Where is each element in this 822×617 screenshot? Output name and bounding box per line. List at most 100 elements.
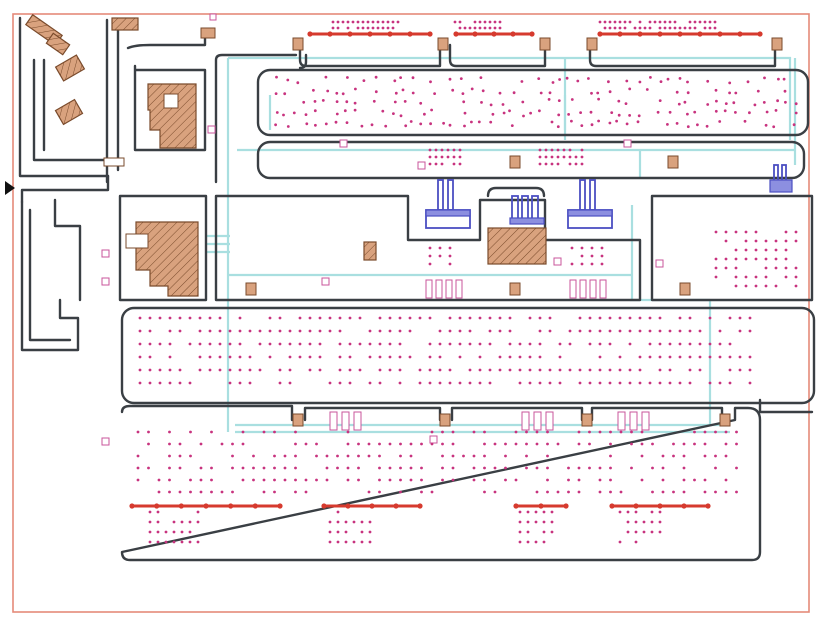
tank-dot [428, 368, 432, 372]
tank-dot [518, 381, 522, 385]
tank-dot [463, 111, 467, 115]
tank-dot [208, 355, 212, 359]
tank-dot [356, 20, 360, 24]
tank-dot [196, 520, 200, 524]
tank-dot [544, 155, 548, 159]
tank-dot [168, 316, 172, 320]
tank-dot [764, 275, 768, 279]
tank-dot [618, 329, 622, 333]
tank-dot [241, 478, 245, 482]
tank-dot [352, 540, 356, 544]
tank-dot [708, 26, 712, 30]
tank-dot [748, 355, 752, 359]
pipeline-node [637, 31, 643, 37]
tank-dot [537, 77, 541, 80]
tank-dot [735, 442, 738, 446]
tank-dot [653, 20, 657, 24]
tank-dot [188, 316, 192, 320]
tank-dot [384, 124, 388, 128]
tank-dot [370, 123, 374, 127]
tank-dot [518, 520, 522, 524]
tank-dot [441, 430, 444, 434]
tank-dot [794, 239, 798, 243]
tank-dot [598, 490, 602, 494]
tank-dot [576, 79, 580, 83]
tank-dot [338, 316, 342, 320]
tank-dot [438, 355, 442, 359]
tank-dot [238, 381, 242, 385]
tank-dot [744, 275, 748, 279]
tank-dot [501, 103, 505, 106]
tank-dot [408, 329, 412, 333]
tank-dot [168, 329, 172, 333]
tank-dot [703, 442, 707, 446]
tank-dot [556, 490, 560, 494]
tank-dot [774, 109, 778, 112]
tank-dot [378, 316, 382, 320]
tank-dot [613, 20, 617, 24]
tank-dot [180, 530, 184, 534]
tank-dot [483, 466, 486, 470]
tank-dot [748, 381, 752, 385]
tank-dot [258, 368, 262, 372]
tank-dot [156, 540, 160, 544]
tank-dot [288, 342, 292, 346]
tank-dot [468, 316, 472, 320]
tank-dot [610, 111, 614, 114]
tank-dot [668, 110, 672, 114]
tank-dot [298, 316, 302, 320]
tank-dot [625, 122, 629, 126]
tank-dot [343, 109, 347, 113]
tank-dot [744, 248, 748, 252]
tank-dot [625, 79, 629, 83]
tank-dot [668, 381, 672, 385]
tank-dot [147, 466, 150, 470]
tank-dot [557, 113, 561, 117]
tank-dot [550, 530, 554, 534]
tank-dot [772, 125, 776, 129]
tank-dot [525, 442, 528, 446]
tank-dot [608, 26, 612, 30]
pipeline-node [453, 31, 459, 37]
tank-dot [158, 381, 162, 385]
tank-dot [618, 26, 622, 30]
tank-dot [341, 92, 345, 96]
tank-dot [738, 329, 742, 333]
tank-dot [483, 430, 486, 434]
tank-dot [508, 342, 512, 346]
tank-dot [188, 540, 192, 544]
tank-dot [231, 490, 234, 494]
tank-dot [618, 368, 622, 372]
tank-dot [693, 442, 696, 446]
tank-dot [418, 381, 422, 385]
tank-dot [178, 490, 182, 494]
tank-dot [728, 81, 732, 85]
tank-dot [398, 316, 402, 320]
tank-dot [744, 257, 748, 261]
tank-dot [305, 122, 309, 126]
tank-dot [483, 442, 486, 446]
tank-dot [666, 77, 670, 81]
tank-dot [318, 342, 322, 346]
tank-dot [630, 466, 633, 470]
tank-dot [231, 466, 234, 470]
tank-dot [734, 248, 738, 252]
tank-dot [659, 80, 663, 83]
tank-dot [548, 316, 552, 320]
tank-dot [558, 342, 562, 346]
tank-dot [315, 442, 318, 446]
tank-dot [603, 26, 607, 30]
tank-dot [794, 284, 798, 288]
tank-dot [578, 381, 582, 385]
tank-dot [587, 77, 590, 80]
tank-dot [241, 430, 245, 434]
tank-dot [403, 100, 407, 103]
pipeline-node [633, 503, 639, 509]
tank-dot [607, 80, 610, 84]
tank-dot [452, 148, 456, 152]
tank-dot [698, 329, 702, 333]
tank-dot [188, 530, 192, 534]
tank-dot [198, 329, 202, 333]
pipeline-node [677, 31, 683, 37]
tank-dot [391, 26, 395, 30]
